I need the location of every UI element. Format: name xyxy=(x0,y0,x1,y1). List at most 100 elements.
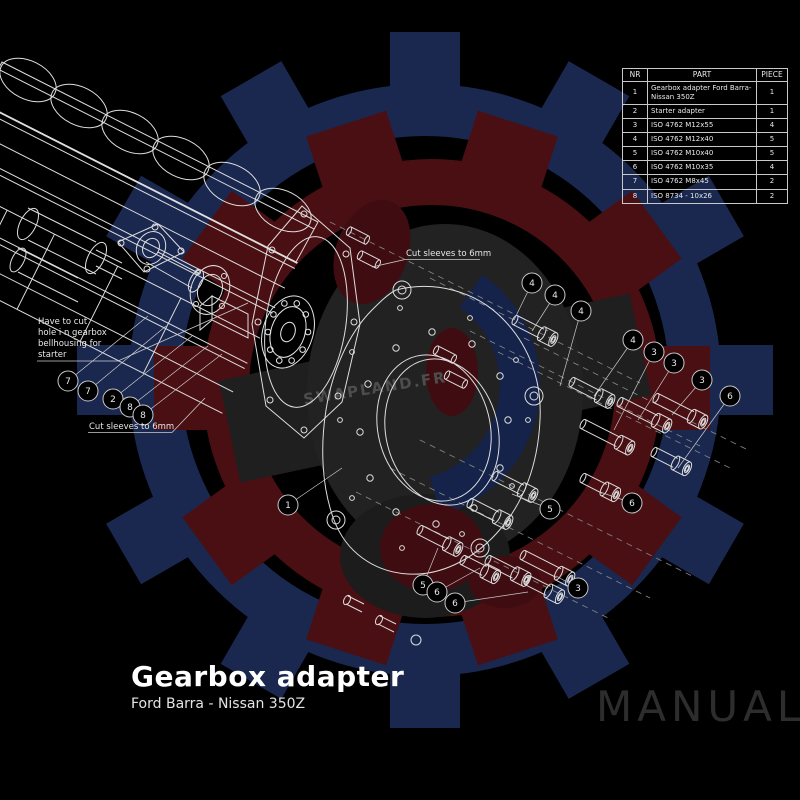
callout-number: 6 xyxy=(629,499,635,509)
table-cell: ISO 8734 - 10x26 xyxy=(647,188,757,204)
callout-balloon: 4 xyxy=(531,284,566,332)
table-cell: 2 xyxy=(756,174,788,190)
callout-number: 6 xyxy=(727,392,733,402)
annotation-text: Cut sleeves to 6mm xyxy=(406,249,491,259)
callout-number: 7 xyxy=(85,387,91,397)
callout-number: 4 xyxy=(529,279,535,289)
table-cell: 1 xyxy=(756,103,788,120)
table-header-nr: NR xyxy=(622,68,648,82)
callout-balloon: 4 xyxy=(593,329,644,397)
table-cell: 5 xyxy=(756,132,788,148)
callout-balloon: 3 xyxy=(637,352,685,421)
watermark-gear-blue xyxy=(77,32,773,728)
callout-balloon: 6 xyxy=(426,567,481,603)
page-subtitle: Ford Barra - Nissan 350Z xyxy=(131,696,306,712)
table-cell: 8 xyxy=(622,188,648,204)
table-cell: 3 xyxy=(622,118,648,134)
callout-balloon: 3 xyxy=(555,575,589,599)
callout-number: 6 xyxy=(452,599,458,609)
bolt-part xyxy=(616,396,673,434)
bolt-part xyxy=(579,418,636,456)
starter-motor xyxy=(9,207,123,303)
sleeve-part xyxy=(345,226,371,245)
bolt-part xyxy=(416,524,464,557)
callout-number: 3 xyxy=(651,348,657,358)
title-block: Gearbox adapter Ford Barra - Nissan 350Z xyxy=(131,660,404,712)
annotation-line: starter xyxy=(38,350,67,360)
crank-flange xyxy=(261,295,315,369)
callout-balloon: 8 xyxy=(132,353,223,426)
annotation-line: bellhousing for xyxy=(38,339,102,349)
annotation-text: Cut sleeves to 6mm xyxy=(89,422,174,432)
table-cell: 5 xyxy=(622,146,648,162)
callout-balloon: 1 xyxy=(277,467,343,516)
callout-number: 8 xyxy=(127,403,133,413)
callout-balloon: 2 xyxy=(102,335,193,410)
table-cell: 4 xyxy=(756,160,788,176)
annotation-line: hole i n gearbox xyxy=(38,328,107,338)
bolt-part xyxy=(511,314,559,347)
table-cell: 4 xyxy=(622,132,648,148)
callout-balloon: 4 xyxy=(513,272,543,321)
callout-number: 4 xyxy=(630,336,636,346)
sleeve-part xyxy=(432,345,458,364)
callout-number: 3 xyxy=(699,376,705,386)
table-cell: 1 xyxy=(622,80,648,105)
callout-number: 5 xyxy=(420,581,426,591)
callout-number: 7 xyxy=(65,377,71,387)
callout-number: 6 xyxy=(434,588,440,598)
callout-balloon: 7 xyxy=(77,325,167,402)
callout-number: 3 xyxy=(575,584,581,594)
table-cell: ISO 4762 M8x45 xyxy=(647,174,757,190)
page-title: Gearbox adapter xyxy=(131,660,405,693)
annotation-line: Have to cut xyxy=(38,317,88,327)
bolt-part xyxy=(568,376,616,409)
callout-balloon: 8 xyxy=(119,345,209,418)
bolt-part xyxy=(652,392,709,430)
callout-number: 4 xyxy=(578,307,584,317)
table-cell: 2 xyxy=(622,103,648,120)
sleeve-part xyxy=(443,370,469,389)
table-cell: 2 xyxy=(756,188,788,204)
annotation-bellhousing-note: Have to cut hole i n gearbox bellhousing… xyxy=(37,302,249,362)
manual-label: MANUAL xyxy=(596,682,800,731)
bolt-part xyxy=(523,574,566,605)
table-cell: ISO 4762 M12x40 xyxy=(647,132,757,148)
table-cell: ISO 4762 M10x35 xyxy=(647,160,757,176)
bolt-part xyxy=(519,549,576,587)
annotation-cut-sleeves-bottom: Cut sleeves to 6mm xyxy=(88,397,206,433)
bolt-part xyxy=(466,497,514,530)
callout-number: 8 xyxy=(140,411,146,421)
callout-number: 1 xyxy=(285,501,291,511)
engine-rear-plate xyxy=(251,205,361,439)
bolt-part xyxy=(459,554,502,585)
callout-balloon: 6 xyxy=(677,385,741,469)
table-header-part: PART xyxy=(647,68,757,82)
callout-number: 4 xyxy=(552,291,558,301)
callout-number: 2 xyxy=(110,395,116,405)
table-cell: Starter adapter xyxy=(647,103,757,120)
bolt-part xyxy=(650,446,693,477)
callout-balloon: 3 xyxy=(671,369,713,416)
callout-number: 5 xyxy=(547,505,553,515)
table-cell: ISO 4762 M12x55 xyxy=(647,118,757,134)
callout-balloon: 5 xyxy=(511,493,561,520)
callout-number: 3 xyxy=(671,359,677,369)
annotation-cut-sleeves-top: Cut sleeves to 6mm xyxy=(371,249,491,268)
table-cell: 4 xyxy=(756,118,788,134)
table-cell: Gearbox adapter Ford Barra-Nissan 350Z xyxy=(647,80,757,105)
table-cell: 7 xyxy=(622,174,648,190)
table-cell: 5 xyxy=(756,146,788,162)
table-cell: ISO 4762 M10x40 xyxy=(647,146,757,162)
gearbox-adapter-plate xyxy=(322,280,544,646)
callout-balloon: 3 xyxy=(613,341,665,431)
